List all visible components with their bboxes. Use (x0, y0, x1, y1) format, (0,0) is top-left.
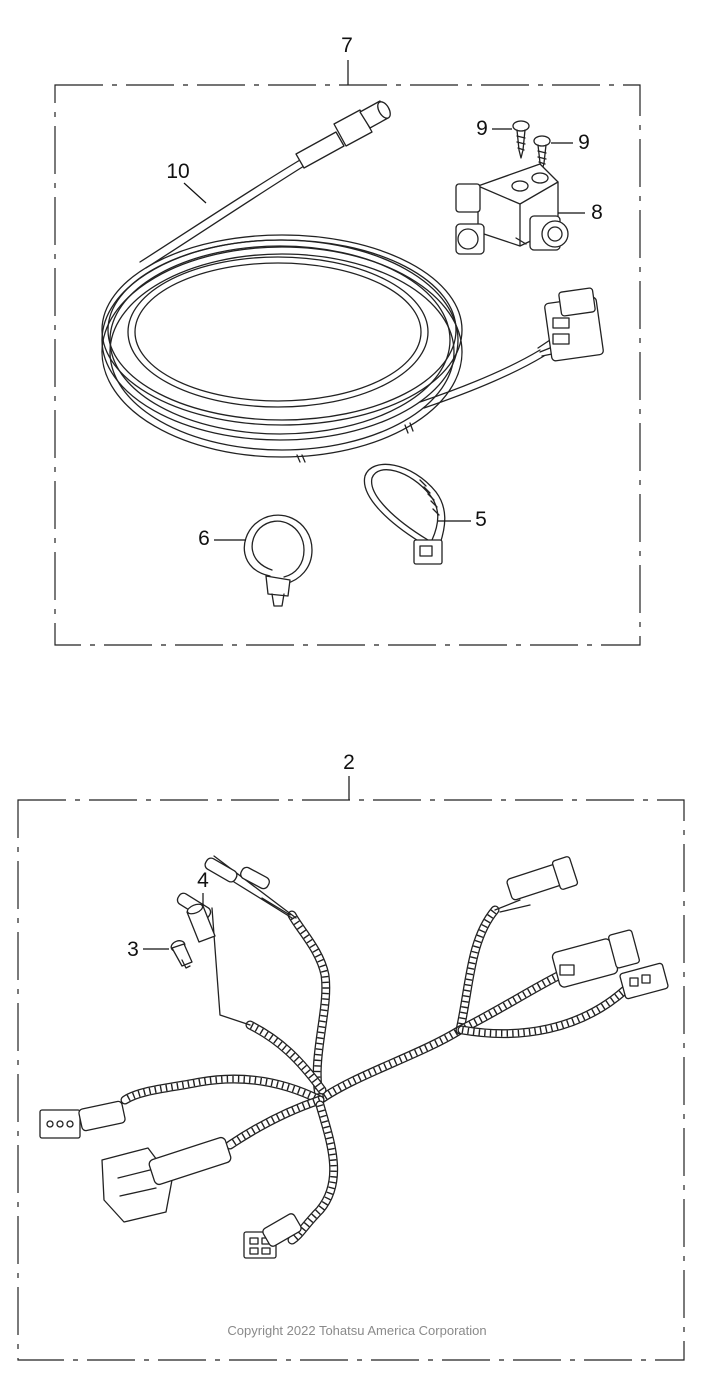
upper-kit: 7 (54, 34, 641, 646)
callout-4: 4 (197, 869, 209, 892)
terminal-plug (170, 940, 193, 969)
callout-9-left: 9 (476, 117, 488, 140)
copyright-notice: Copyright 2022 Tohatsu America Corporati… (227, 1323, 486, 1338)
t-connector (455, 163, 569, 255)
callout-8: 8 (591, 201, 603, 224)
upper-kit-dashed-border (54, 84, 641, 646)
wiring-harness (39, 855, 669, 1259)
callout-9-right: 9 (578, 131, 590, 154)
cable-tie-band (363, 463, 446, 565)
screw-left (512, 120, 530, 159)
lower-kit: 2 (17, 751, 685, 1361)
clip-band (243, 514, 313, 607)
network-cable (101, 100, 604, 463)
lower-kit-dashed-border (17, 799, 685, 1361)
callout-3: 3 (127, 938, 139, 961)
callout-5: 5 (475, 508, 487, 531)
callout-6: 6 (198, 527, 210, 550)
callout-2: 2 (343, 751, 355, 774)
callout-10: 10 (166, 160, 189, 183)
callout-7: 7 (341, 34, 353, 57)
terminal-cap (186, 903, 216, 943)
callout-10-leader (183, 182, 207, 204)
